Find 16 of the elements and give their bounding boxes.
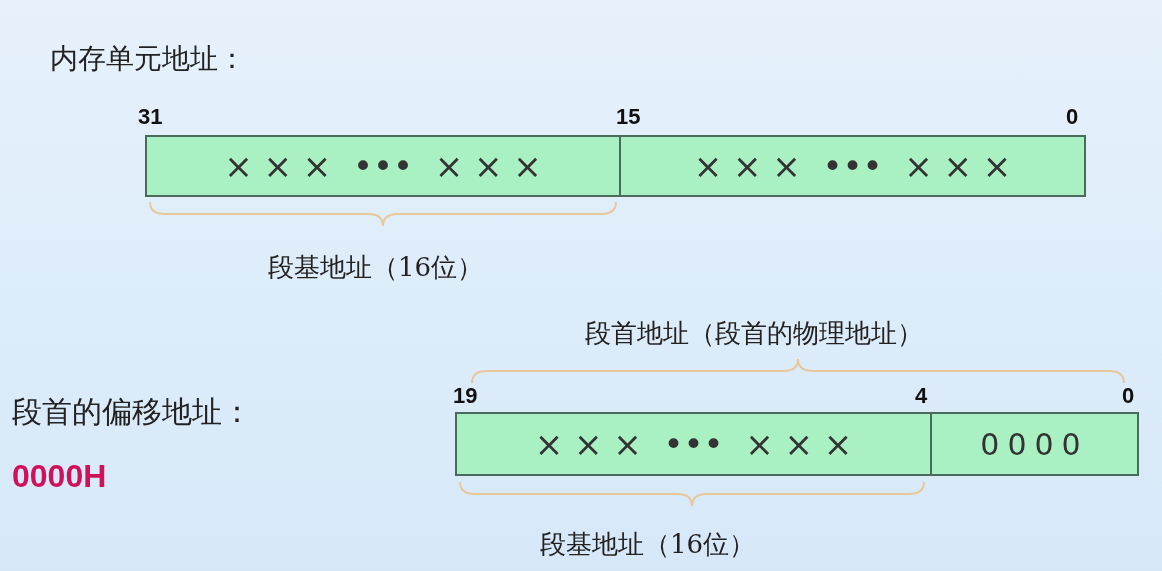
heading-label: 内存单元地址：: [50, 41, 246, 77]
bit-field: × × × ••• × × ×: [619, 135, 1086, 197]
bit-number: 4: [915, 383, 928, 409]
bit-field: × × × ••• × × ×: [455, 412, 932, 476]
value-label: 0000H: [12, 458, 107, 495]
heading-label: 段首的偏移地址：: [12, 393, 252, 431]
brace-label: 段基地址（16位）: [540, 528, 756, 561]
bit-field: 0000: [930, 412, 1139, 476]
bit-number: 31: [138, 104, 163, 130]
brace-label: 段基地址（16位）: [268, 251, 484, 284]
bit-number: 19: [453, 383, 478, 409]
brace-label: 段首地址（段首的物理地址）: [585, 317, 923, 350]
bit-field: × × × ••• × × ×: [145, 135, 621, 197]
bit-number: 15: [616, 104, 641, 130]
bit-number: 0: [1066, 104, 1079, 130]
bit-number: 0: [1122, 383, 1135, 409]
